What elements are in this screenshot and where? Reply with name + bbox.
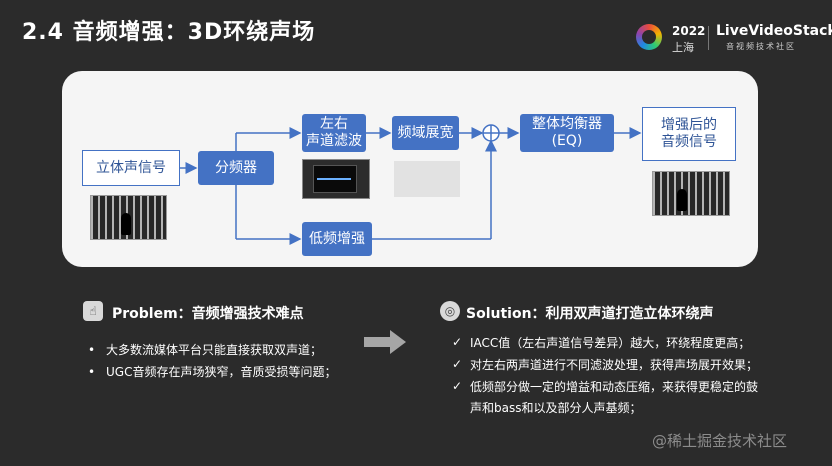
conference-logo-icon <box>636 24 662 50</box>
overall-equalizer: 整体均衡器 (EQ) <box>520 114 614 152</box>
brand-logo: 2022 上海 LiveVideoStack 音视频技术社区 <box>632 22 832 54</box>
brand-subtitle: 音视频技术社区 <box>726 42 796 51</box>
frequency-widening: 频域展宽 <box>392 116 459 150</box>
problem-item: UGC音频存在声场狭窄，音质受损等问题； <box>106 365 337 379</box>
bass-enhancement: 低频增强 <box>302 222 372 256</box>
filter-scope-thumbnail <box>302 159 370 199</box>
bullet-icon: • <box>88 365 96 379</box>
signal-flow-diagram: 立体声信号 分频器 左右 声道滤波 频域展宽 低频增强 整体均衡器 (EQ) 增… <box>62 71 758 267</box>
brand-name: LiveVideoStack <box>716 23 832 39</box>
check-icon: ✓ <box>452 335 463 349</box>
solution-item-continued: 声和bass和以及部分人声基频； <box>470 401 642 415</box>
right-arrow-icon <box>364 330 406 354</box>
lr-channel-filter: 左右 声道滤波 <box>302 114 366 152</box>
solution-item: 对左右两声道进行不同滤波处理，获得声场展开效果； <box>470 358 759 372</box>
watermark: @稀土掘金技术社区 <box>652 432 788 450</box>
output-photo-thumbnail <box>652 171 730 216</box>
slide-title: 2.4 音频增强：3D环绕声场 <box>22 20 316 45</box>
touch-icon: ☝ <box>83 301 103 321</box>
solution-title: Solution：利用双声道打造立体环绕声 <box>466 306 714 322</box>
target-icon: ◎ <box>440 301 460 321</box>
flow-arrows <box>180 124 642 245</box>
check-icon: ✓ <box>452 357 463 371</box>
brand-year: 2022 <box>672 24 706 38</box>
frequency-splitter: 分频器 <box>198 151 274 185</box>
input-stereo-signal: 立体声信号 <box>82 150 180 186</box>
widening-placeholder-image <box>394 161 460 197</box>
solution-item: IACC值（左右声道信号差异）越大，环绕程度更高； <box>470 336 751 350</box>
problem-title: Problem：音频增强技术难点 <box>112 306 304 322</box>
brand-city: 上海 <box>672 41 694 54</box>
brand-divider <box>708 26 709 50</box>
problem-item: 大多数流媒体平台只能直接获取双声道； <box>106 343 323 357</box>
check-icon: ✓ <box>452 379 463 393</box>
input-photo-thumbnail <box>90 195 167 240</box>
solution-item: 低频部分做一定的增益和动态压缩，来获得更稳定的鼓 <box>470 380 759 394</box>
output-enhanced-signal: 增强后的 音频信号 <box>642 107 736 161</box>
bullet-icon: • <box>88 343 96 357</box>
